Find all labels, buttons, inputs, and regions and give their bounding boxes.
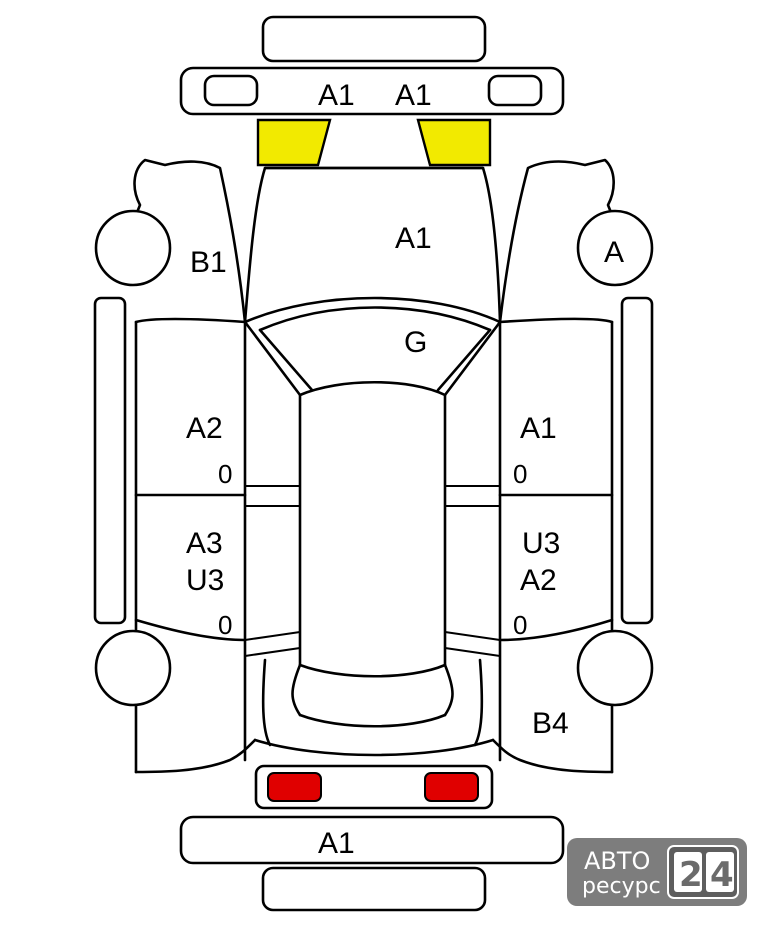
wheels (94, 209, 654, 707)
avtoresurs-logo: АВТО ресурс 2 4 (567, 838, 747, 906)
left-front-handle: 0 (218, 459, 232, 489)
logo-line2: ресурс (582, 874, 661, 899)
hood-code: A1 (395, 222, 432, 255)
front-bumper-right-code: A1 (395, 79, 432, 112)
pillars (244, 485, 501, 657)
left-headlight (256, 118, 332, 167)
rear-bumper-code: A1 (318, 827, 355, 860)
front-plate (261, 15, 487, 63)
rear-bumper (179, 815, 565, 865)
logo-digit-2: 4 (710, 855, 734, 895)
right-front-handle: 0 (513, 459, 527, 489)
left-taillight (267, 772, 322, 802)
left-front-fender-code: B1 (190, 246, 227, 279)
rear-plate (261, 866, 487, 912)
roof (298, 393, 447, 678)
left-rear-door-code-2: U3 (186, 564, 224, 597)
right-rear-quarter-code: B4 (532, 707, 569, 740)
right-rear-door-code-2: A2 (520, 564, 557, 597)
right-taillight (424, 772, 479, 802)
right-headlight (416, 118, 492, 167)
right-rear-handle: 0 (513, 610, 527, 640)
front-bumper (179, 66, 565, 116)
left-rear-door-code-1: A3 (186, 527, 223, 560)
right-front-door-code: A1 (520, 412, 557, 445)
right-side-skirt (620, 296, 654, 625)
left-side-skirt (93, 296, 127, 625)
windshield (243, 296, 502, 397)
rear-window (253, 658, 495, 757)
left-rear-handle: 0 (218, 610, 232, 640)
front-bumper-left-code: A1 (318, 79, 355, 112)
right-rear-door-code-1: U3 (522, 527, 560, 560)
logo-digit-1: 2 (679, 855, 703, 895)
windshield-code: G (404, 326, 427, 359)
left-front-door-code: A2 (186, 412, 223, 445)
logo-line1: АВТО (584, 847, 650, 875)
right-front-fender-code: A (604, 236, 624, 269)
rear-panel (254, 764, 494, 810)
